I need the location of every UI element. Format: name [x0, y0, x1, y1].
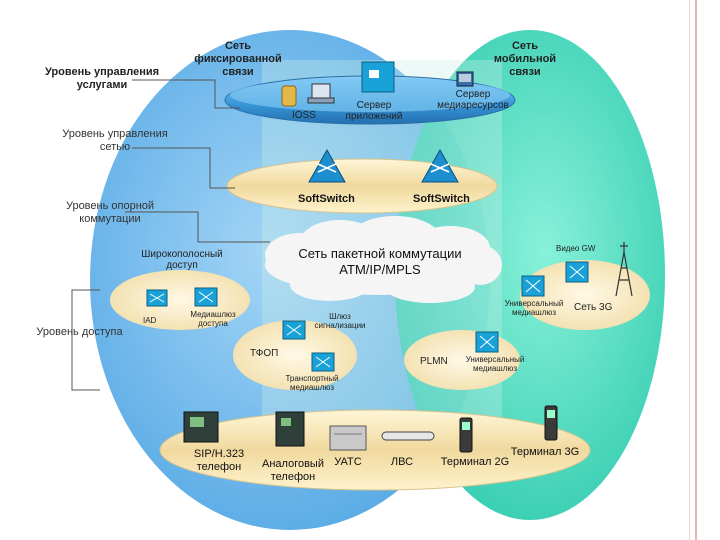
softswitch-2-label: SoftSwitch	[413, 193, 470, 205]
term-3g-icon	[544, 405, 558, 441]
universal-media-gw-plmn-label: Универсальный медиашлюз	[465, 355, 525, 373]
iad-label: IAD	[143, 316, 157, 325]
signaling-gw-label: Шлюз сигнализации	[314, 312, 366, 330]
term-2g-icon	[459, 417, 473, 453]
video-gw-icon	[565, 261, 589, 283]
media-server-icon	[456, 71, 474, 87]
lan-icon	[381, 431, 435, 441]
media-server-label: Сервер медиаресурсов	[437, 89, 509, 111]
analog-phone-label: Аналоговый телефон	[262, 458, 324, 483]
iad-icon	[146, 289, 168, 307]
softswitch-1-label: SoftSwitch	[298, 193, 355, 205]
pstn-access-blob	[233, 320, 357, 390]
pstn-label: ТФОП	[250, 348, 279, 359]
pbx-label: УАТС	[334, 456, 362, 468]
softswitch-1-icon	[308, 148, 346, 183]
access-level-bracket	[71, 289, 100, 391]
terminal-layer-disc	[159, 409, 591, 491]
term-3g-label: Терминал 3G	[510, 446, 580, 458]
mobile-network-region	[395, 30, 665, 520]
label-core-switching: Уровень опорной коммутации	[65, 200, 155, 225]
ioss-icon	[281, 83, 335, 107]
app-server-icon	[361, 61, 395, 93]
label-access: Уровень доступа	[36, 326, 123, 338]
slide-right-rail	[689, 0, 720, 540]
3g-network-label: Сеть 3G	[574, 302, 613, 313]
universal-media-gw-3g-label: Универсальный медиашлюз	[504, 299, 564, 317]
universal-media-gw-3g-icon	[521, 275, 545, 297]
transport-media-gw-icon	[311, 352, 335, 372]
universal-media-gw-plmn-icon	[475, 331, 499, 353]
plmn-label: PLMN	[420, 356, 448, 367]
softswitch-2-icon	[421, 148, 459, 183]
network-level-connector	[132, 147, 235, 189]
signaling-gw-icon	[282, 320, 306, 340]
antenna-tower-icon	[615, 242, 633, 297]
slide-right-rail-line	[695, 0, 697, 540]
label-service-control: Уровень управления услугами	[44, 66, 160, 91]
pbx-icon	[329, 425, 367, 451]
lan-label: ЛВС	[390, 456, 414, 468]
header-fixed-network: Сеть фиксированной связи	[194, 40, 282, 78]
sip-phone-icon	[183, 411, 219, 443]
service-level-connector	[132, 79, 240, 109]
media-access-icon	[194, 287, 218, 307]
packet-network-cloud	[265, 216, 502, 303]
core-level-connector	[125, 211, 270, 243]
video-gw-label: Видео GW	[556, 244, 596, 253]
sip-phone-label: SIP/H.323 телефон	[193, 448, 245, 473]
broadband-access-blob	[110, 270, 250, 330]
label-network-control: Уровень управления сетью	[62, 128, 168, 153]
packet-network-title: Сеть пакетной коммутации ATM/IP/MPLS	[298, 246, 462, 277]
header-mobile-network: Сеть мобильной связи	[493, 40, 557, 78]
3g-access-blob	[520, 260, 650, 330]
analog-phone-icon	[275, 411, 305, 447]
ioss-label: IOSS	[292, 110, 316, 121]
media-access-label: Медиашлюз доступа	[190, 310, 236, 328]
app-server-label: Сервер приложений	[345, 100, 403, 122]
broadband-access-title: Широкополосный доступ	[141, 249, 223, 271]
transport-media-gw-label: Транспортный медиашлюз	[285, 374, 339, 392]
term-2g-label: Терминал 2G	[440, 456, 510, 468]
